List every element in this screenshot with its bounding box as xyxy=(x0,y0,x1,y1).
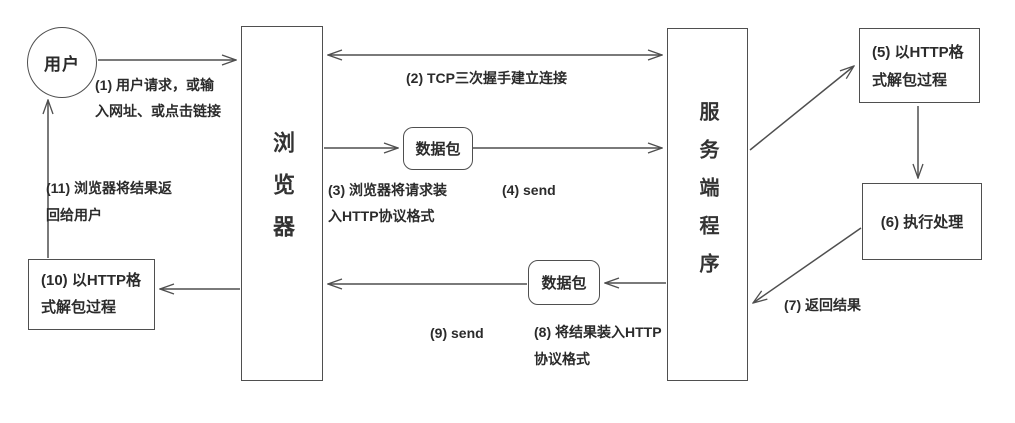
server-label: 服务端程序 xyxy=(696,100,718,291)
label-step11-line1: (11) 浏览器将结果返 xyxy=(46,180,173,196)
step5-text: (5) 以HTTP格 式解包过程 xyxy=(860,29,964,95)
step6-process-node: (6) 执行处理 xyxy=(862,183,982,260)
arrow-server-to-step5 xyxy=(749,66,854,151)
step10-text: (10) 以HTTP格 式解包过程 xyxy=(29,260,141,321)
request-packet-node: 数据包 xyxy=(403,127,473,170)
label-step7: (7) 返回结果 xyxy=(784,297,861,313)
step5-line1: (5) 以HTTP格 xyxy=(872,44,964,61)
user-label: 用户 xyxy=(44,55,80,74)
label-step1-line1: (1) 用户请求，或输 xyxy=(95,77,214,93)
step10-line1: (10) 以HTTP格 xyxy=(41,272,142,289)
label-step3-line1: (3) 浏览器将请求装 xyxy=(328,182,447,198)
label-step8-line2: 协议格式 xyxy=(534,351,590,367)
label-step2: (2) TCP三次握手建立连接 xyxy=(406,70,567,86)
response-packet-node: 数据包 xyxy=(528,260,600,305)
response-packet-label: 数据包 xyxy=(541,275,587,292)
step10-line2: 式解包过程 xyxy=(41,299,117,316)
server-node: 服务端程序 xyxy=(667,28,748,381)
browser-node: 浏览器 xyxy=(241,26,323,381)
label-step1-line2: 入网址、或点击链接 xyxy=(95,103,221,119)
step5-unpack-node: (5) 以HTTP格 式解包过程 xyxy=(859,28,980,103)
browser-label: 浏览器 xyxy=(270,130,295,257)
label-step11-line2: 回给用户 xyxy=(46,207,102,223)
step10-unpack-node: (10) 以HTTP格 式解包过程 xyxy=(28,259,155,330)
label-step9: (9) send xyxy=(430,325,484,341)
arrow-step6-to-server xyxy=(753,227,862,303)
label-step8-line1: (8) 将结果装入HTTP xyxy=(534,324,662,340)
label-step4: (4) send xyxy=(502,182,556,198)
request-packet-label: 数据包 xyxy=(415,141,461,158)
user-node: 用户 xyxy=(27,27,97,98)
step6-label: (6) 执行处理 xyxy=(880,214,964,231)
label-step3-line2: 入HTTP协议格式 xyxy=(328,208,435,224)
step5-line2: 式解包过程 xyxy=(872,72,948,89)
